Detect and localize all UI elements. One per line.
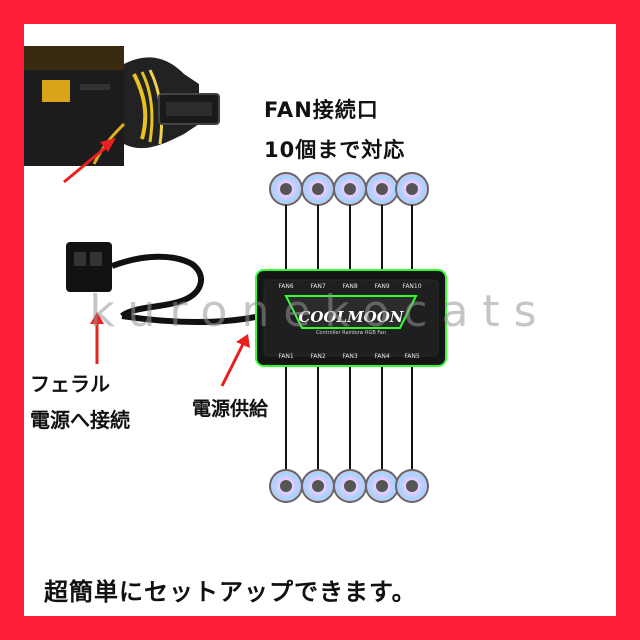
top-fan-cables — [285, 205, 413, 274]
ferrule-label: フェラル — [30, 372, 110, 396]
port-label: FAN8 — [342, 283, 357, 290]
arrow-to-hub — [220, 334, 250, 387]
hub-subtitle: Controller Rainbow RGB Fan — [316, 330, 386, 336]
port-label: FAN2 — [310, 353, 325, 360]
fan-icon — [395, 172, 429, 206]
hub-brand: COOLMOON — [298, 308, 404, 326]
fan-port-subtitle: 10個まで対応 — [264, 138, 406, 162]
fan-icon — [269, 469, 303, 503]
fan-icon — [301, 172, 335, 206]
fan-icon — [395, 469, 429, 503]
port-label: FAN7 — [310, 283, 325, 290]
illustration: FAN6 FAN7 FAN8 FAN9 FAN10 FAN1 FAN2 FAN3… — [24, 46, 616, 503]
fan-icon — [333, 469, 367, 503]
port-label: FAN9 — [374, 283, 389, 290]
fan-hub-controller: FAN6 FAN7 FAN8 FAN9 FAN10 FAN1 FAN2 FAN3… — [255, 269, 447, 367]
port-label: FAN6 — [278, 283, 293, 290]
arrow-to-ferrule — [90, 312, 104, 364]
port-label: FAN10 — [402, 283, 421, 290]
bottom-caption: 超簡単にセットアップできます。 — [44, 578, 417, 606]
molex-connector — [66, 242, 261, 325]
fan-icon — [365, 172, 399, 206]
port-label: FAN1 — [278, 353, 293, 360]
bottom-port-labels: FAN1 FAN2 FAN3 FAN4 FAN5 — [278, 353, 419, 360]
product-image-panel: FAN6 FAN7 FAN8 FAN9 FAN10 FAN1 FAN2 FAN3… — [24, 24, 616, 616]
fan-icon — [333, 172, 367, 206]
fan-icon — [269, 172, 303, 206]
bottom-fan-cables — [285, 364, 413, 470]
port-label: FAN4 — [374, 353, 389, 360]
fan-icon — [301, 469, 335, 503]
power-supply-label: 電源供給 — [192, 398, 269, 420]
ferrule-connect-label: 電源へ接続 — [30, 408, 130, 432]
port-label: FAN3 — [342, 353, 357, 360]
fan-icon — [365, 469, 399, 503]
port-label: FAN5 — [404, 353, 419, 360]
top-fan-row — [269, 172, 429, 206]
bottom-fan-row — [269, 469, 429, 503]
rgb-strips — [442, 304, 616, 336]
arrow-to-psu — [63, 138, 116, 184]
power-supply-unit — [24, 46, 220, 166]
fan-port-title: FAN接続口 — [264, 98, 379, 122]
watermark: kuronekocats — [89, 286, 551, 337]
top-port-labels: FAN6 FAN7 FAN8 FAN9 FAN10 — [278, 283, 421, 290]
